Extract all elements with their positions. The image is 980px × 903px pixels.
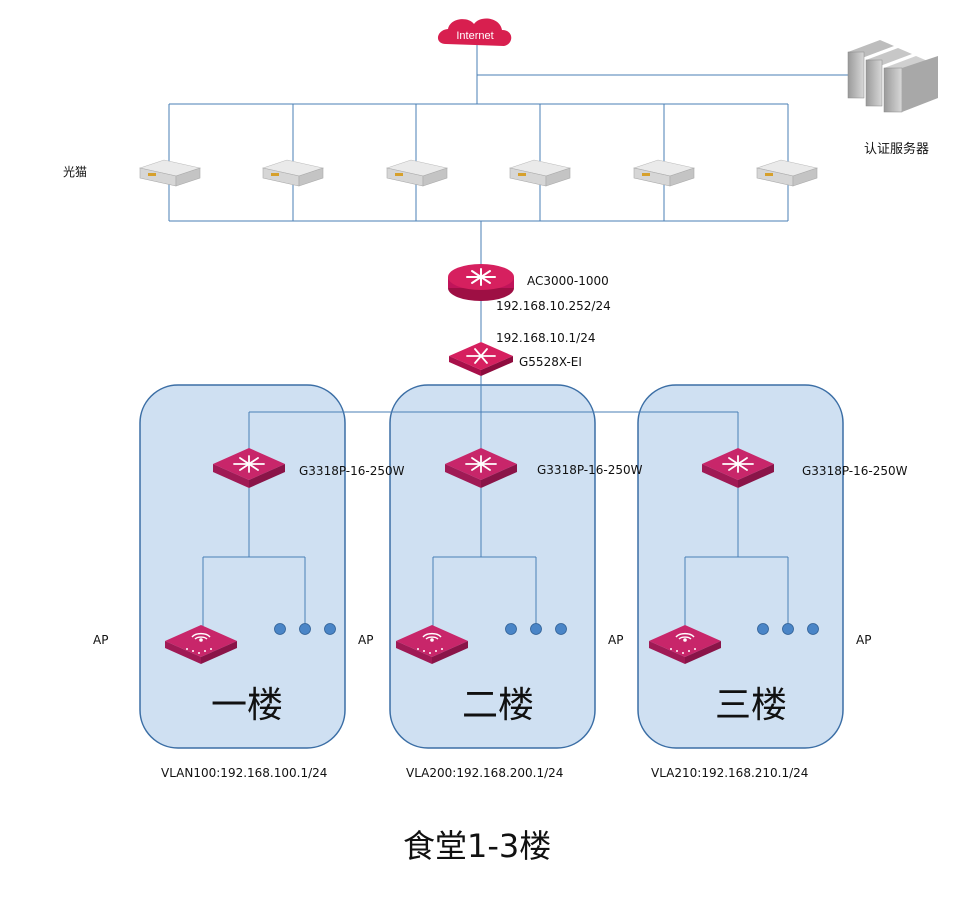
server-icon bbox=[847, 40, 938, 113]
router-icon bbox=[448, 264, 514, 301]
floor-name: 二楼 bbox=[462, 685, 535, 726]
vlan-label: VLA210:192.168.210.1/24 bbox=[651, 766, 809, 780]
ap-label: AP bbox=[358, 633, 374, 647]
floor-name: 一楼 bbox=[211, 685, 284, 726]
ap-label: AP bbox=[608, 633, 624, 647]
modem-icon bbox=[755, 159, 819, 187]
ac-model-label: AC3000-1000 bbox=[527, 274, 609, 288]
floor-switch-icon bbox=[445, 448, 517, 488]
internet-cloud-icon: Internet bbox=[437, 18, 512, 46]
modem-icon bbox=[508, 159, 572, 187]
ac-ip-label: 192.168.10.252/24 bbox=[496, 299, 611, 313]
modem-label: 光猫 bbox=[63, 165, 88, 179]
vlan-label: VLA200:192.168.200.1/24 bbox=[406, 766, 564, 780]
floor-switch-icon bbox=[213, 448, 285, 488]
floor-switch-model-label: G3318P-16-250W bbox=[299, 464, 405, 478]
ap-label: AP bbox=[856, 633, 872, 647]
vlan-label: VLAN100:192.168.100.1/24 bbox=[161, 766, 328, 780]
floor-name: 三楼 bbox=[715, 685, 788, 726]
core-switch-model-label: G5528X-EI bbox=[519, 355, 582, 369]
modem-icon bbox=[385, 159, 449, 187]
floor-switch-model-label: G3318P-16-250W bbox=[802, 464, 908, 478]
access-point-icon bbox=[396, 625, 468, 664]
modem-group bbox=[138, 159, 819, 187]
internet-label: Internet bbox=[456, 30, 493, 42]
access-point-icon bbox=[165, 625, 237, 664]
core-switch-ip-label: 192.168.10.1/24 bbox=[496, 331, 596, 345]
diagram-title: 食堂1-3楼 bbox=[403, 827, 552, 865]
auth-server-label: 认证服务器 bbox=[864, 142, 930, 157]
modem-icon bbox=[138, 159, 202, 187]
modem-icon bbox=[261, 159, 325, 187]
core-switch-icon bbox=[449, 342, 513, 376]
floor-switch-icon bbox=[702, 448, 774, 488]
floor-switch-model-label: G3318P-16-250W bbox=[537, 463, 643, 477]
more-devices-dots bbox=[274, 623, 819, 635]
access-point-icon bbox=[649, 625, 721, 664]
modem-icon bbox=[632, 159, 696, 187]
ap-label: AP bbox=[93, 633, 109, 647]
